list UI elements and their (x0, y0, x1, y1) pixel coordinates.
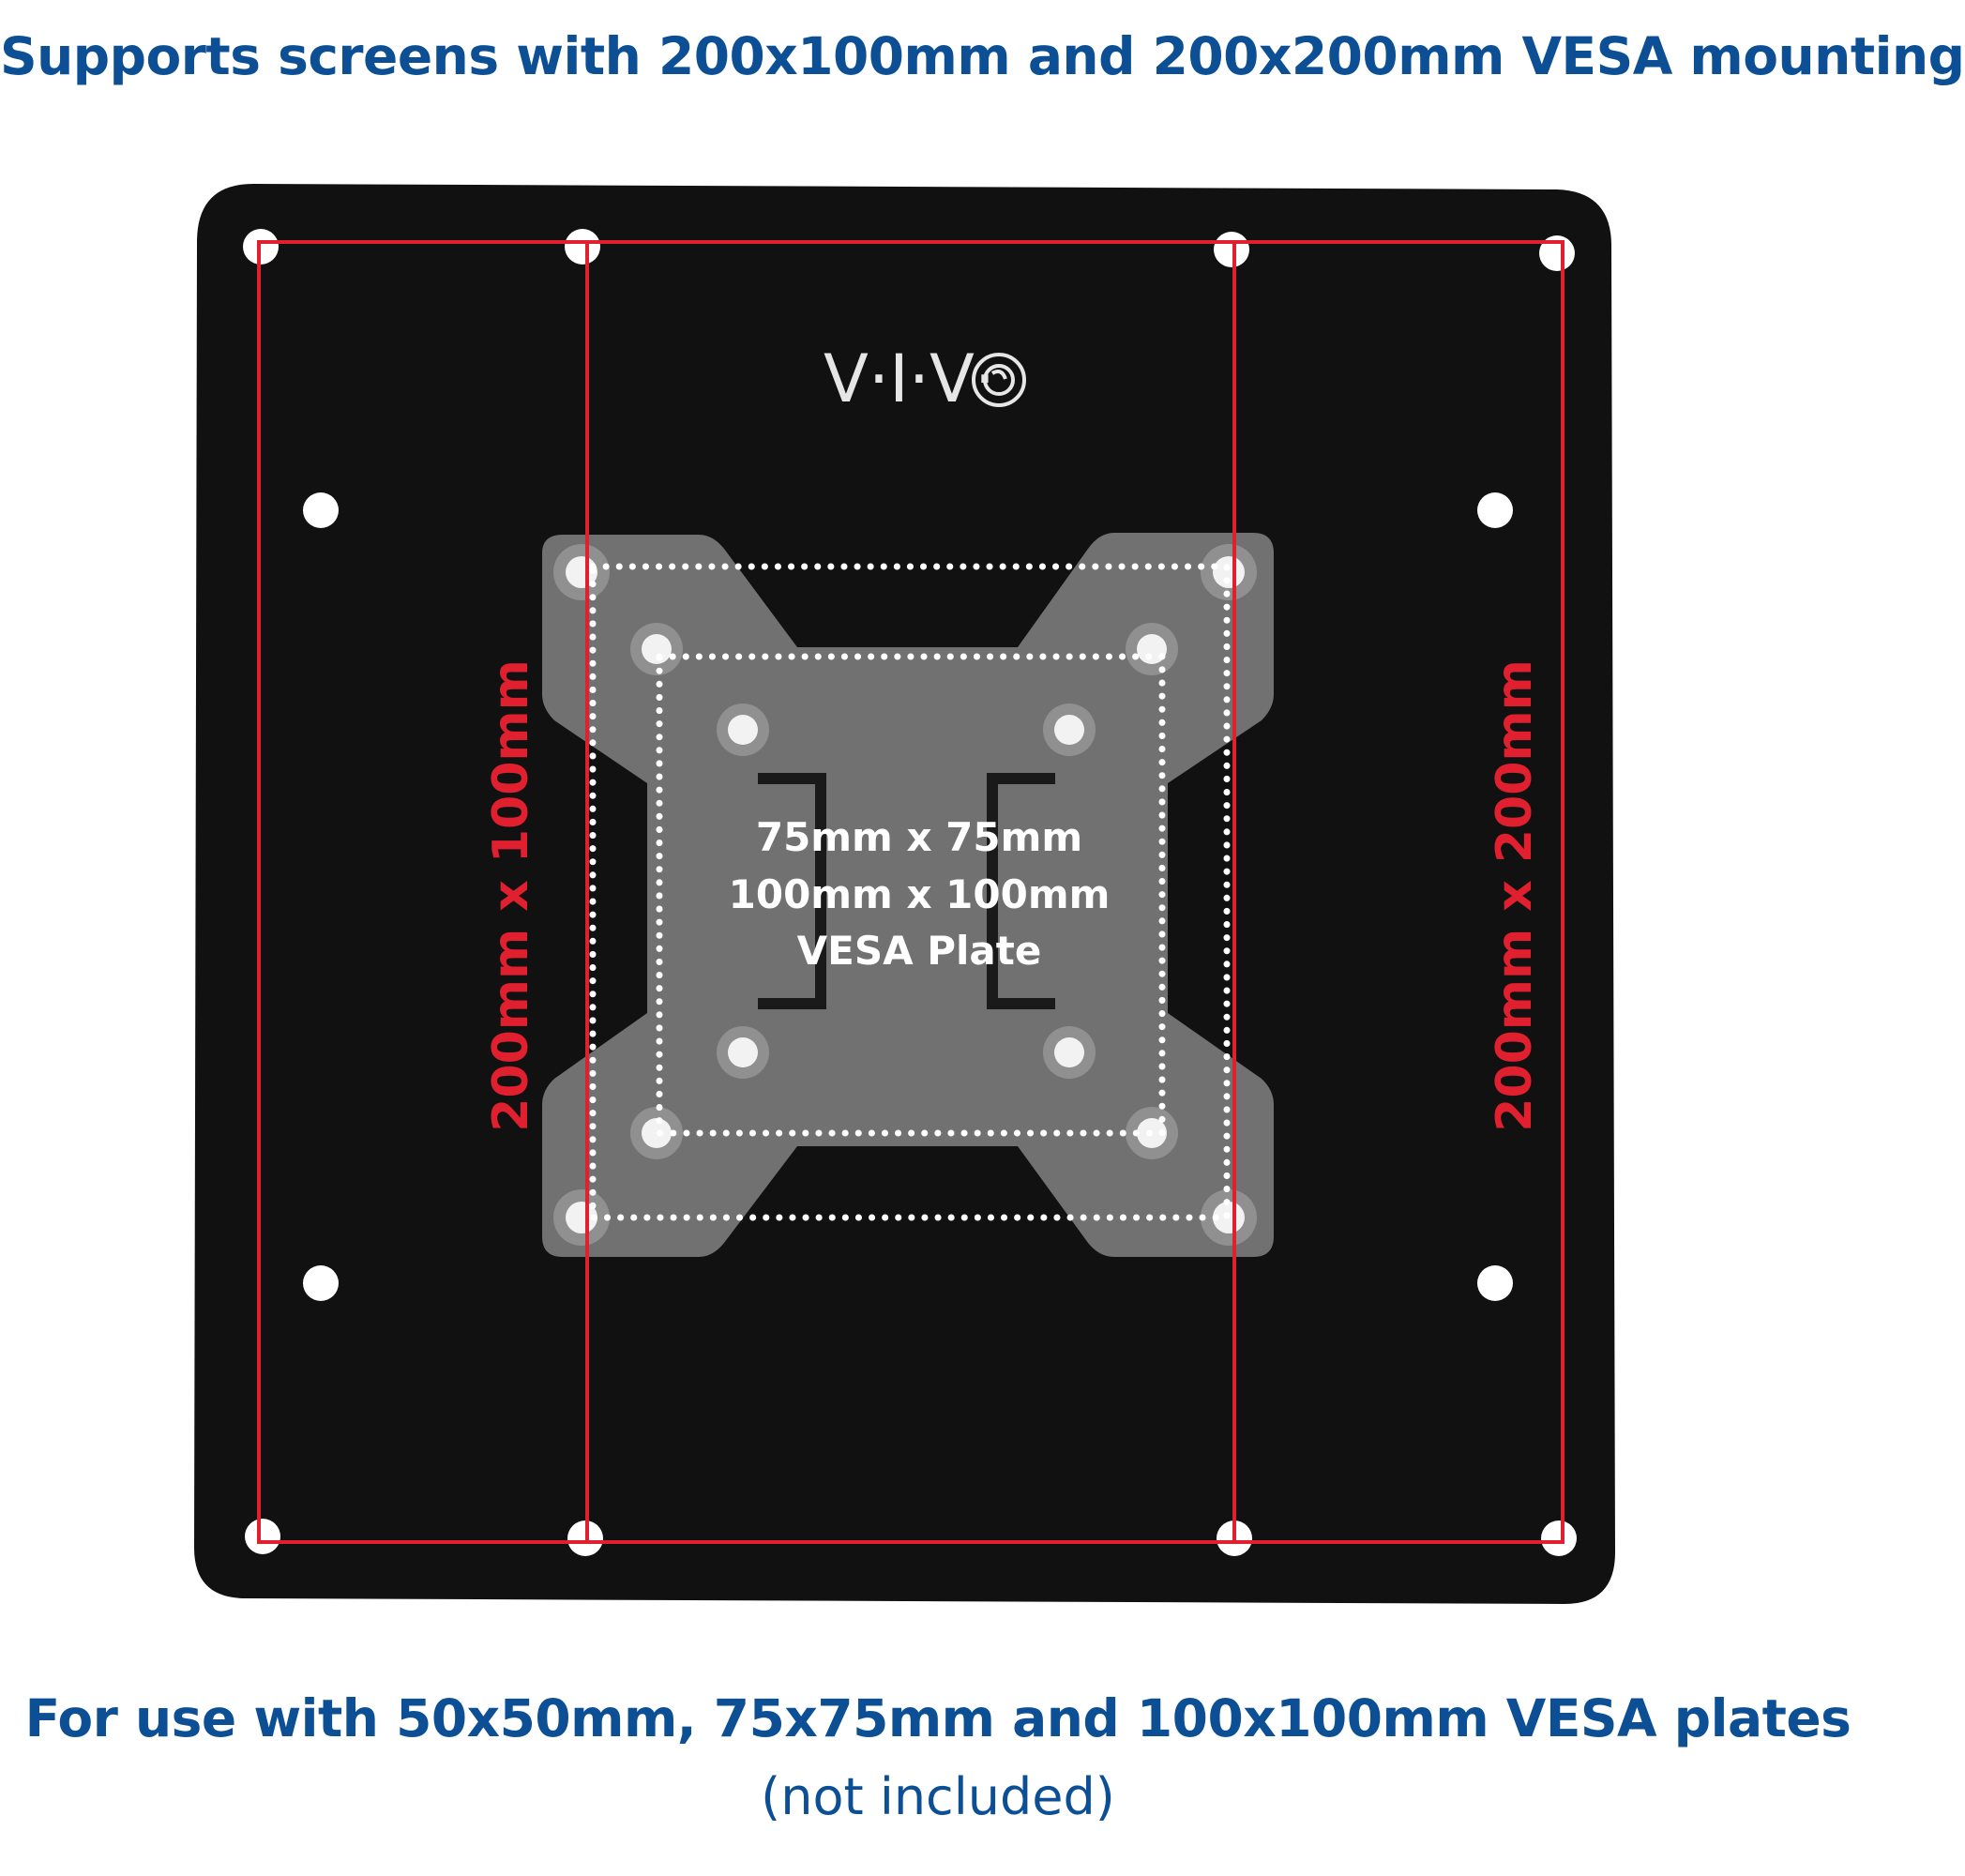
brand-logo: V·I·V· (824, 340, 1026, 417)
vesa-adapter-plate (542, 533, 1274, 1257)
plate-holes (243, 229, 1577, 1556)
right-dimension-label: 200mm x 200mm (1487, 659, 1543, 1132)
adapter-hole (566, 1202, 597, 1233)
plate-hole (1477, 492, 1513, 528)
left-dimension-label: 200mm x 100mm (483, 659, 539, 1132)
center-label-line3: VESA Plate (797, 928, 1042, 974)
adapter-holes (553, 544, 1257, 1246)
plate-hole (565, 229, 600, 265)
plate-hole (1541, 1520, 1577, 1556)
footer-title: For use with 50x50mm, 75x75mm and 100x10… (24, 1688, 1852, 1748)
inner-dotted-guide (656, 653, 1166, 1137)
center-label-line1: 75mm x 75mm (756, 814, 1082, 860)
center-plate-label: 75mm x 75mm 100mm x 100mm VESA Plate (729, 814, 1111, 974)
plate-hole (1214, 232, 1249, 267)
adapter-hole (642, 634, 672, 664)
plate-hole (1477, 1265, 1513, 1301)
adapter-hole (728, 715, 758, 745)
page-title: Supports screens with 200x100mm and 200x… (0, 26, 1965, 86)
plate-hole (245, 1519, 280, 1554)
dotted-guides (589, 563, 1231, 1221)
dimension-outlines (257, 240, 1564, 1544)
adapter-hole (728, 1037, 758, 1067)
adapter-hole (1054, 715, 1084, 745)
plate-hole (303, 1265, 339, 1301)
center-label-line2: 100mm x 100mm (729, 871, 1111, 917)
adapter-hole (642, 1118, 672, 1148)
outline-200x100-right (585, 240, 1236, 1544)
adapter-hole (1054, 1037, 1084, 1067)
adapter-hole (1213, 556, 1245, 588)
swirl-circle-icon (972, 353, 1026, 407)
plate-hole (1539, 235, 1575, 271)
adapter-slots (758, 773, 1055, 1009)
adapter-hole (566, 556, 597, 588)
footer-subtitle: (not included) (761, 1767, 1115, 1826)
plate-hole (303, 492, 339, 528)
vesa-plate-diagram: V·I·V· (194, 184, 1615, 1604)
svg-text:V·I·V·: V·I·V· (824, 340, 995, 417)
outer-dotted-guide (589, 563, 1231, 1221)
